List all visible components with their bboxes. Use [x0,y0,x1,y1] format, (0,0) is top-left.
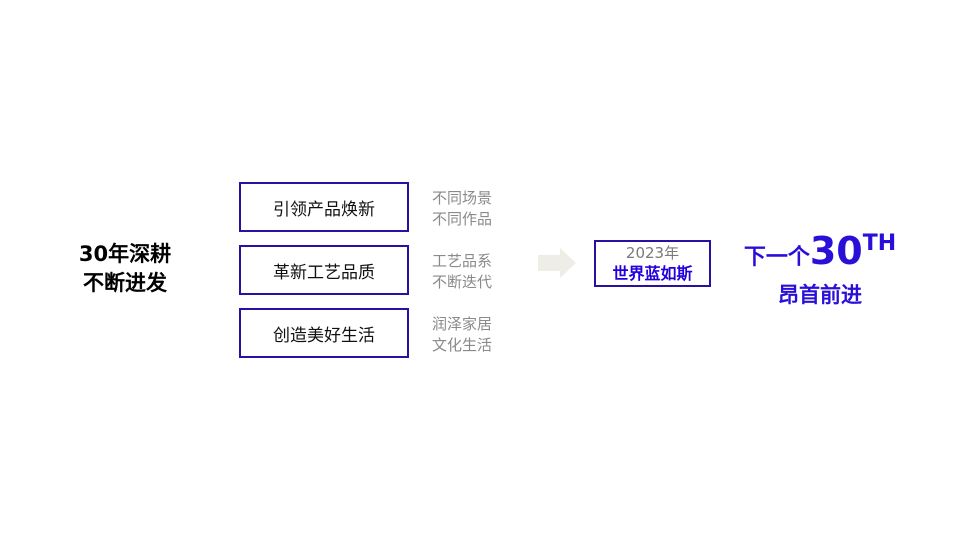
pillar-note-3: 润泽家居 文化生活 [432,314,512,356]
note-line: 文化生活 [432,336,493,354]
right-title: 下一个30TH 昂首前进 [735,222,905,310]
pillar-box-3: 创造美好生活 [239,308,409,358]
right-title-prefix: 下一个 [743,245,810,270]
pillar-label: 引领产品焕新 [273,199,375,220]
pillar-box-1: 引领产品焕新 [239,182,409,232]
milestone-brand: 世界蓝如斯 [612,264,693,283]
right-arrow-icon [538,248,576,278]
note-line: 润泽家居 [432,315,493,333]
right-title-line1: 下一个30TH [735,222,905,280]
note-line: 不同场景 [432,189,493,207]
milestone-year: 2023年 [625,244,680,262]
left-title-line2: 不断进发 [83,271,167,295]
pillar-label: 革新工艺品质 [273,262,375,283]
milestone-box: 2023年 世界蓝如斯 [594,240,711,287]
pillar-note-1: 不同场景 不同作品 [432,188,512,230]
right-title-line2: 昂首前进 [778,283,862,307]
note-line: 不断迭代 [432,273,493,291]
left-title: 30年深耕 不断进发 [60,240,190,298]
right-title-suffix: TH [862,231,897,256]
pillar-box-2: 革新工艺品质 [239,245,409,295]
right-title-number: 30 [809,229,863,273]
pillar-note-2: 工艺品系 不断迭代 [432,251,512,293]
left-title-line1: 30年深耕 [78,242,172,266]
note-line: 工艺品系 [432,252,493,270]
pillar-label: 创造美好生活 [273,325,375,346]
note-line: 不同作品 [432,210,493,228]
